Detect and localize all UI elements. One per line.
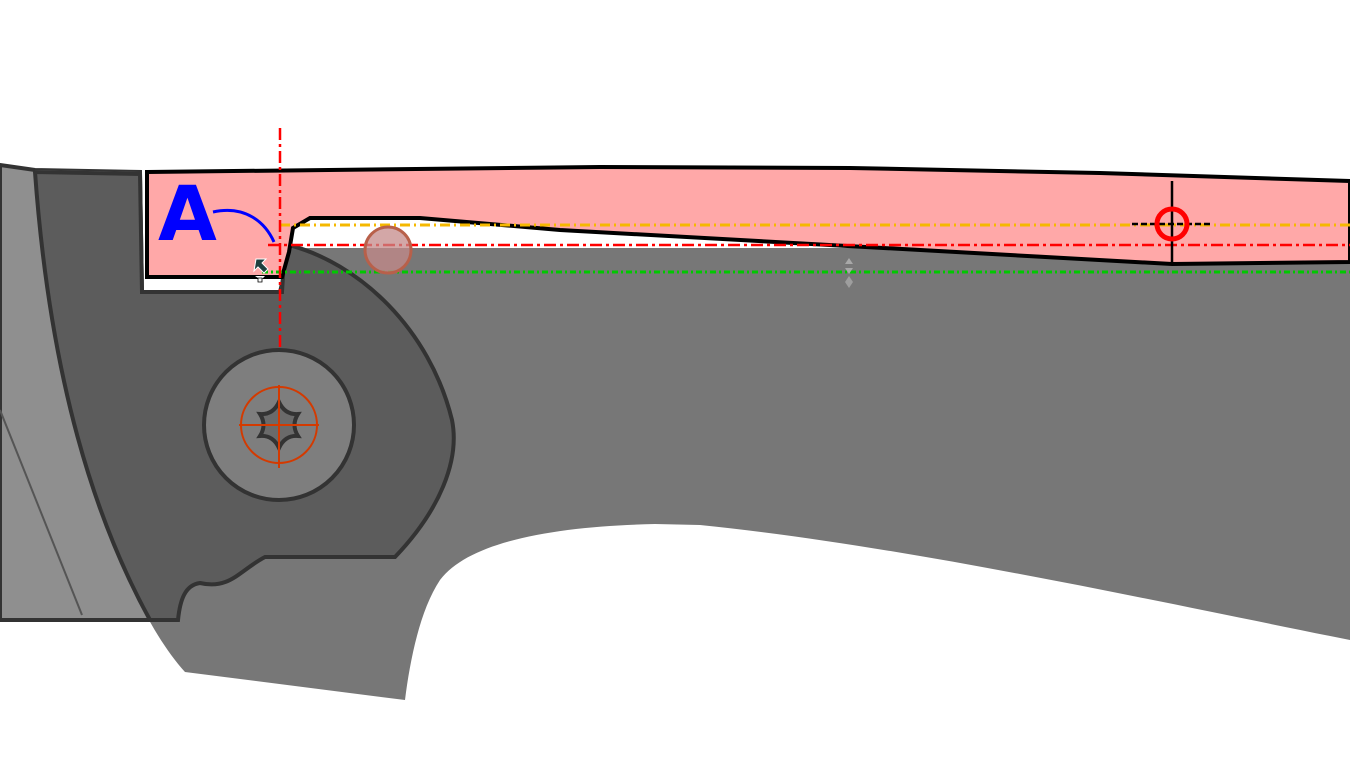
label-leader-line xyxy=(212,209,276,243)
detent-ball-icon[interactable] xyxy=(363,225,413,275)
transform-cursor-icon[interactable] xyxy=(253,258,269,283)
blade-edge-line xyxy=(0,409,83,616)
lock-bar[interactable] xyxy=(145,164,1350,279)
resize-handle-icon[interactable] xyxy=(845,258,853,288)
torx-screw-icon[interactable] xyxy=(202,348,356,502)
crosshair-target-icon[interactable] xyxy=(1132,181,1212,264)
pivot-center-marker xyxy=(239,385,319,468)
label-a: A xyxy=(158,169,217,258)
